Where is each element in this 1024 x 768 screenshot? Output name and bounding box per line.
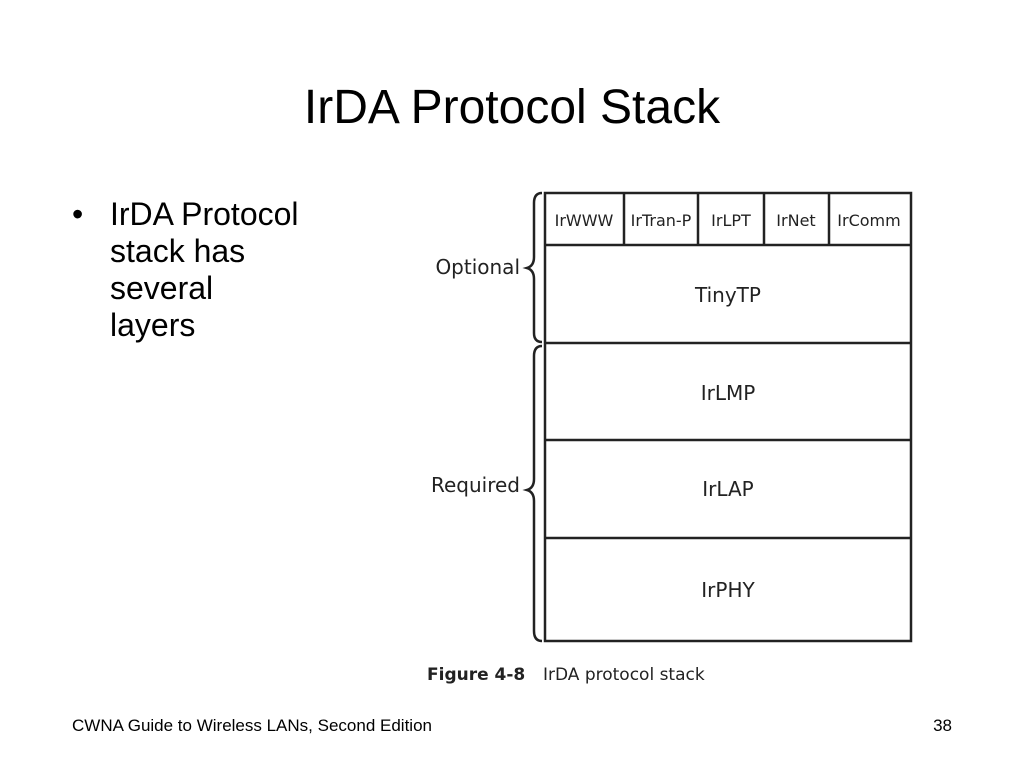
- bullet-marker: •: [72, 196, 84, 232]
- group-label-optional: Optional: [435, 255, 520, 279]
- figure-number: Figure 4-8: [427, 665, 525, 685]
- bullet-item: • IrDA Protocol stack has several layers: [72, 196, 302, 344]
- bullet-text: IrDA Protocol stack has several layers: [110, 196, 299, 343]
- top-row-label-irtran-p: IrTran-P: [631, 211, 692, 230]
- required-brace: [522, 344, 543, 643]
- top-row-label-irlpt: IrLPT: [711, 211, 751, 230]
- slide-title: IrDA Protocol Stack: [303, 81, 721, 134]
- optional-brace: [522, 191, 543, 344]
- stack-outline: [543, 191, 913, 643]
- top-row-label-ircomm: IrComm: [837, 211, 900, 230]
- top-row-label-irnet: IrNet: [776, 211, 815, 230]
- group-label-required: Required: [431, 473, 520, 497]
- layer-label-tinytp: TinyTP: [694, 283, 761, 307]
- footer-book-title: CWNA Guide to Wireless LANs, Second Edit…: [72, 716, 432, 735]
- page-number: 38: [933, 716, 952, 735]
- top-row-label-irwww: IrWWW: [555, 211, 614, 230]
- layer-label-irlmp: IrLMP: [701, 381, 756, 405]
- bullet-list: • IrDA Protocol stack has several layers: [72, 196, 302, 344]
- layer-label-irphy: IrPHY: [701, 578, 755, 602]
- layer-label-irlap: IrLAP: [702, 477, 753, 501]
- figure-caption: IrDA protocol stack: [543, 665, 705, 685]
